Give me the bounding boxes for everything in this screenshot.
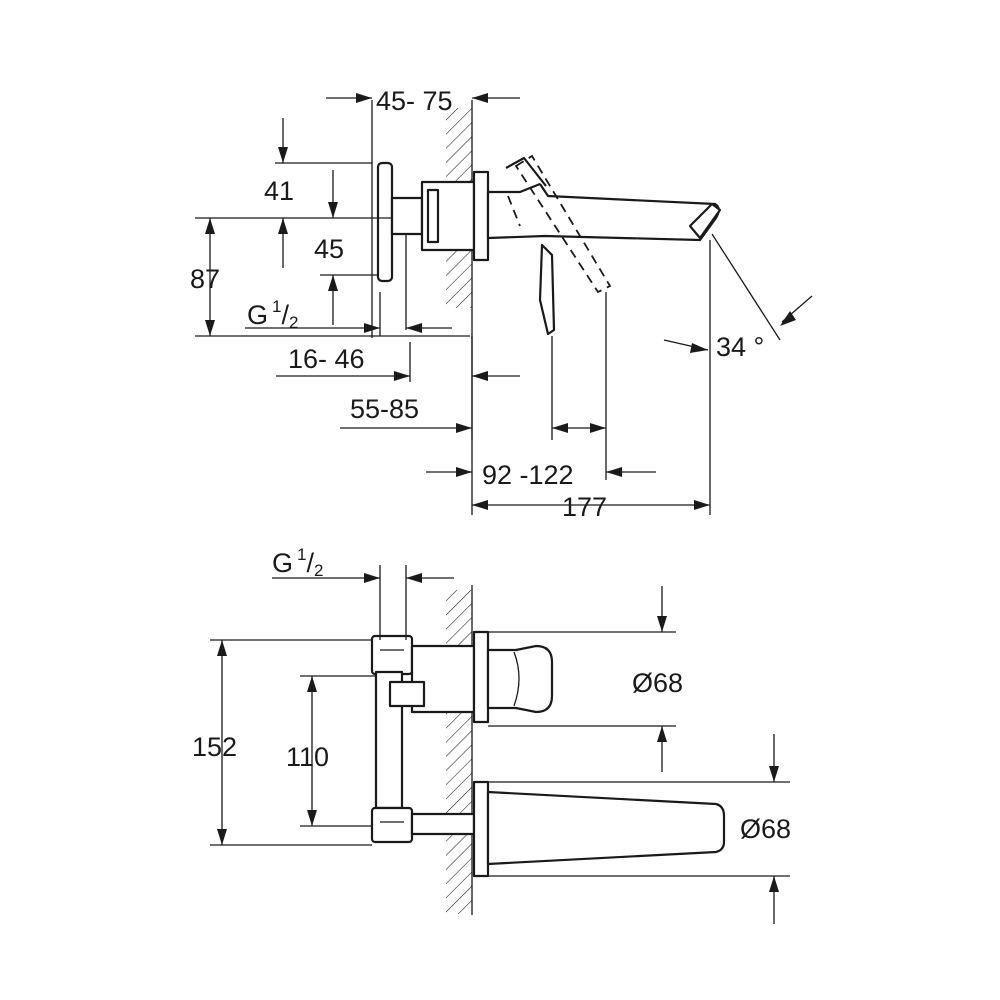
dim-87: 87 [190,264,220,294]
side-spout [486,156,722,336]
dim-177: 177 [562,492,607,522]
side-view: 45- 75 41 45 87 G1/2 16- 46 55-85 92 -12… [190,86,813,522]
dim-41: 41 [264,176,294,206]
dim-110: 110 [286,742,329,772]
dim-152: 152 [192,732,237,762]
dim-16-46: 16- 46 [288,344,365,374]
side-mixer-body [376,161,490,330]
dim-92-122: 92 -122 [482,460,574,490]
front-valve-body [370,634,476,844]
side-handle-lifted [507,154,612,294]
dim-diameter-spout: Ø68 [740,814,791,844]
front-dimension-lines [217,573,779,924]
dim-45: 45 [314,234,344,264]
dim-diameter-handle: Ø68 [632,668,683,698]
dim-angle-34: 34 ° [716,332,764,362]
front-wall [446,585,473,915]
front-spout [472,780,726,878]
dim-45-75: 45- 75 [376,86,453,116]
front-handle [472,630,554,724]
side-wall [446,100,473,515]
side-extension-lines [195,100,781,515]
dim-55-85: 55-85 [350,394,419,424]
side-dimension-lines [205,93,813,510]
